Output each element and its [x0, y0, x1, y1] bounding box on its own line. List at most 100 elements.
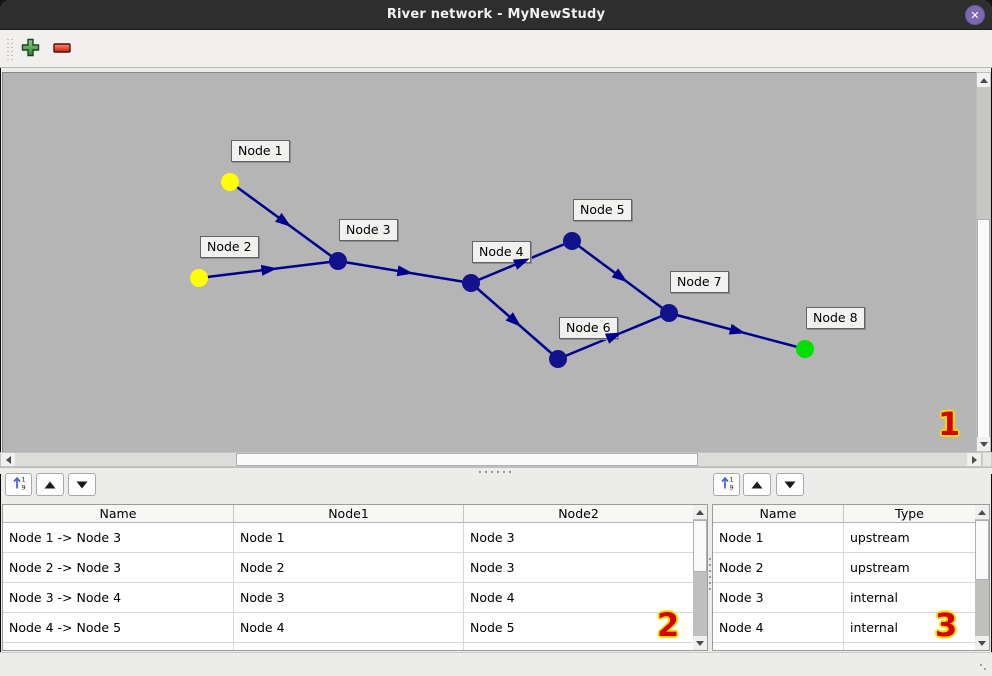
table-cell [713, 643, 844, 651]
table-cell[interactable]: Node 2 [234, 553, 464, 582]
svg-text:9: 9 [21, 484, 25, 492]
table-cell[interactable]: Node 2 -> Node 3 [3, 553, 234, 582]
arrow-left-icon [6, 456, 11, 464]
table-cell[interactable]: Node 1 -> Node 3 [3, 523, 234, 552]
svg-text:9: 9 [729, 484, 733, 492]
table-cell[interactable]: Node 4 [234, 613, 464, 642]
table-cell[interactable]: Node 1 [234, 523, 464, 552]
resize-grip-icon[interactable] [980, 664, 988, 672]
table-cell[interactable]: Node 2 [713, 553, 844, 582]
scroll-left-button[interactable] [1, 453, 15, 466]
node-circle[interactable] [660, 304, 678, 322]
table-row[interactable]: Node 3 -> Node 4Node 3Node 4 [3, 583, 707, 613]
table-cell [3, 643, 234, 651]
triangle-up-icon [44, 477, 56, 492]
remove-node-button[interactable] [48, 35, 76, 63]
scroll-down-button[interactable] [693, 636, 707, 650]
canvas-vertical-scrollbar[interactable] [976, 72, 991, 452]
nodes-table-header: Name Type [713, 505, 989, 523]
svg-text:1: 1 [21, 476, 25, 484]
table-scroll-thumb[interactable] [975, 520, 989, 580]
arrow-up-icon [980, 78, 988, 83]
node-circle[interactable] [549, 350, 567, 368]
node-circle[interactable] [190, 269, 208, 287]
table-cell[interactable]: Node 3 [713, 583, 844, 612]
table-cell [844, 643, 975, 651]
canvas-horizontal-scrollbar[interactable] [0, 452, 982, 467]
edges-move-up-button[interactable] [36, 473, 64, 496]
node-circle[interactable] [796, 340, 814, 358]
nodes-move-down-button[interactable] [776, 473, 804, 496]
column-header[interactable]: Node2 [464, 505, 693, 522]
edges-table-header: Name Node1 Node2 [3, 505, 707, 523]
main-toolbar [0, 30, 992, 68]
edges-table-scrollbar[interactable] [693, 505, 707, 650]
river-network-canvas[interactable]: Node 1Node 2Node 3Node 4Node 5Node 6Node… [2, 72, 976, 452]
table-cell[interactable]: upstream [844, 553, 975, 582]
table-row[interactable]: Node 2upstream [713, 553, 989, 583]
arrow-right-icon [972, 456, 977, 464]
column-header[interactable]: Type [844, 505, 975, 522]
horizontal-splitter[interactable] [0, 467, 992, 474]
node-circle[interactable] [563, 232, 581, 250]
table-cell[interactable]: Node 4 [713, 613, 844, 642]
column-header[interactable]: Name [3, 505, 234, 522]
edge-arrow-icon [275, 213, 291, 227]
nodes-table-scrollbar[interactable] [975, 505, 989, 650]
edges-move-down-button[interactable] [68, 473, 96, 496]
vertical-scroll-thumb[interactable] [977, 219, 990, 438]
table-row[interactable]: Node 1upstream [713, 523, 989, 553]
scroll-up-button[interactable] [693, 505, 707, 519]
column-header[interactable]: Name [713, 505, 844, 522]
table-row-partial [3, 643, 707, 651]
edge-arrow-icon [397, 265, 414, 276]
table-cell[interactable]: Node 3 [464, 523, 693, 552]
edge-arrow-icon [261, 265, 278, 276]
table-cell[interactable]: Node 4 -> Node 5 [3, 613, 234, 642]
node-circle[interactable] [462, 274, 480, 292]
title-bar[interactable]: River network - MyNewStudy ✕ [0, 0, 992, 30]
scrollbar-corner [982, 452, 992, 467]
arrow-down-icon [978, 641, 986, 646]
table-scroll-thumb[interactable] [693, 520, 707, 572]
table-row[interactable]: Node 1 -> Node 3Node 1Node 3 [3, 523, 707, 553]
scroll-up-button[interactable] [975, 505, 989, 519]
toolbar-drag-handle[interactable] [7, 38, 14, 60]
sort-numeric-icon: 1 9 [719, 475, 735, 494]
arrow-up-icon [978, 510, 986, 515]
node-circle[interactable] [221, 173, 239, 191]
edges-sort-button[interactable]: 1 9 [5, 473, 32, 496]
edge-arrow-icon [506, 312, 522, 327]
window-title: River network - MyNewStudy [387, 7, 605, 22]
table-row-partial [713, 643, 989, 651]
sort-numeric-icon: 1 9 [11, 475, 27, 494]
scroll-down-button[interactable] [977, 437, 990, 451]
horizontal-scroll-thumb[interactable] [236, 453, 698, 466]
edges-table: Name Node1 Node2 Node 1 -> Node 3Node 1N… [2, 504, 708, 651]
edge-arrow-icon [729, 324, 746, 335]
add-node-button[interactable] [16, 35, 44, 63]
table-cell[interactable]: Node 1 [713, 523, 844, 552]
status-bar [0, 652, 992, 676]
nodes-sort-button[interactable]: 1 9 [713, 473, 740, 496]
table-row[interactable]: Node 2 -> Node 3Node 2Node 3 [3, 553, 707, 583]
table-cell[interactable]: Node 3 [234, 583, 464, 612]
arrow-down-icon [980, 442, 988, 447]
nodes-move-up-button[interactable] [743, 473, 771, 496]
scroll-up-button[interactable] [977, 73, 990, 87]
nodes-layer [3, 73, 976, 452]
table-cell[interactable]: Node 3 [464, 553, 693, 582]
close-button[interactable]: ✕ [965, 5, 985, 25]
table-cell [234, 643, 464, 651]
table-cell[interactable]: upstream [844, 523, 975, 552]
annotation-3: 3 [935, 609, 957, 641]
scroll-down-button[interactable] [975, 636, 989, 650]
minus-icon [53, 42, 71, 57]
close-icon: ✕ [970, 10, 979, 21]
table-row[interactable]: Node 4 -> Node 5Node 4Node 5 [3, 613, 707, 643]
node-circle[interactable] [329, 252, 347, 270]
column-header[interactable]: Node1 [234, 505, 464, 522]
scroll-right-button[interactable] [967, 453, 981, 466]
splitter-grip-icon [479, 471, 513, 473]
table-cell[interactable]: Node 3 -> Node 4 [3, 583, 234, 612]
